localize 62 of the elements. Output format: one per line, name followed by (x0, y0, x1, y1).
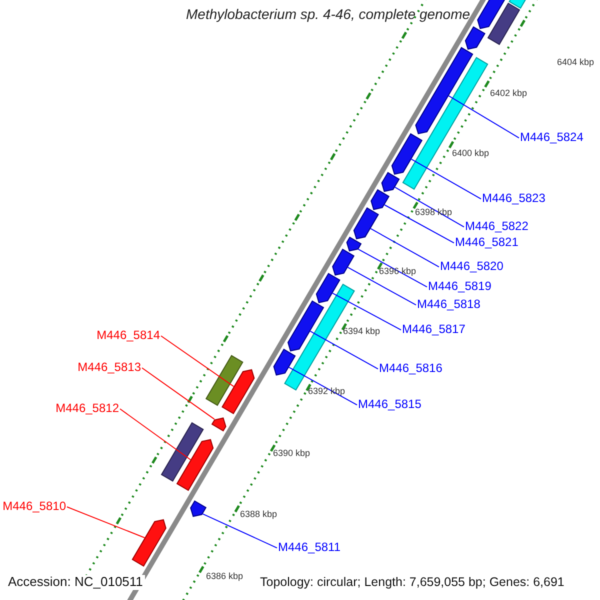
leader-line (384, 204, 454, 244)
gene-bar (205, 354, 244, 406)
leader-line (358, 248, 428, 288)
scale-label: 6386 kbp (206, 571, 244, 582)
leader-line (202, 513, 278, 548)
gene-feature (132, 519, 166, 567)
gene-label: M446_5816 (379, 362, 442, 376)
gene-feature (346, 236, 362, 252)
gene-bar (160, 422, 204, 482)
gene-label: M446_5819 (428, 280, 492, 294)
leader-line (370, 228, 440, 268)
scale-label: 6388 kbp (240, 509, 278, 520)
leader-line (332, 292, 402, 330)
leader-line (120, 408, 192, 460)
scale-label: 6402 kbp (490, 88, 528, 98)
gene-label: M446_5814 (96, 329, 160, 343)
gene-label: M446_5818 (417, 298, 480, 312)
leader-line (394, 186, 464, 228)
gene-label: M446_5811 (278, 541, 340, 555)
gene-feature (273, 348, 296, 376)
summary-text: Topology: circular; Length: 7,659,055 bp; Genes: 6,691 (260, 575, 564, 590)
leader-line (160, 335, 234, 387)
gene-feature (332, 248, 355, 276)
gene-label: M446_5817 (402, 323, 466, 337)
accession-text: Accession: NC_010511 (6, 575, 145, 590)
gene-feature (353, 207, 379, 240)
gene-label: M446_5820 (440, 260, 504, 274)
gene-feature (190, 500, 207, 517)
gene-feature (381, 172, 400, 192)
gene-label: M446_5823 (482, 192, 546, 206)
gene-feature (211, 417, 226, 432)
gene-label: M446_5821 (455, 236, 518, 250)
gene-label: M446_5824 (520, 131, 584, 145)
gene-feature (287, 300, 324, 352)
scale-label: 6392 kbp (308, 386, 346, 396)
gene-label: M446_5815 (358, 398, 422, 412)
gene-bar (402, 56, 488, 190)
leader-line (347, 266, 416, 306)
leader-line (410, 158, 482, 200)
scale-label: 6394 kbp (343, 326, 380, 336)
gene-label: M446_5813 (78, 361, 141, 375)
leader-line (142, 367, 215, 420)
scale-label: 6390 kbp (273, 448, 310, 458)
leader-line (448, 95, 520, 138)
gene-bar (487, 2, 520, 46)
scale-label: 6398 kbp (415, 207, 452, 218)
leader-line (288, 366, 358, 406)
gene-label: M446_5812 (56, 402, 119, 416)
gene-feature (316, 272, 340, 304)
leader-line (66, 506, 146, 538)
scale-label: 6400 kbp (452, 148, 490, 158)
gene-label: M446_5810 (2, 500, 66, 514)
gene-feature (222, 369, 255, 414)
gene-feature (391, 133, 423, 175)
gene-feature (176, 439, 214, 491)
gene-feature (370, 189, 390, 210)
title: Methylobacterium sp. 4-46, complete genome (186, 6, 470, 22)
leader-line (310, 330, 378, 370)
gene-label: M446_5822 (465, 220, 528, 234)
scale-label: 6404 kbp (557, 57, 594, 68)
gene-feature (415, 46, 474, 134)
scale-label: 6396 kbp (379, 266, 416, 276)
